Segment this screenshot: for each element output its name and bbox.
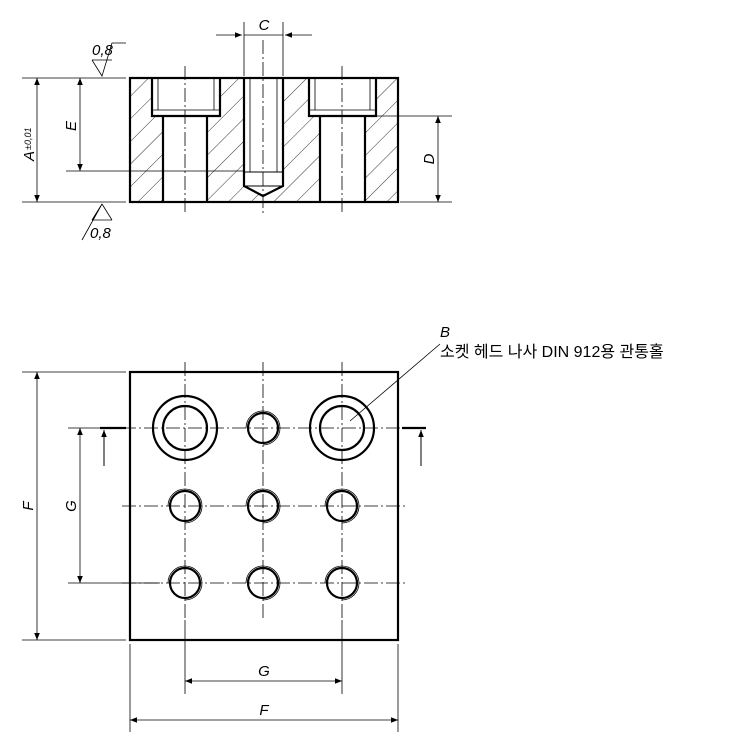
threaded-hole (245, 565, 281, 601)
section-hatching (130, 78, 398, 202)
callout-b-label: B (440, 324, 450, 341)
dimension-c-label: C (259, 17, 270, 34)
dimension-d-label: D (421, 153, 438, 164)
dimension-a: A ±0,01 (21, 77, 126, 203)
dimension-g-vertical: G (63, 427, 160, 584)
threaded-hole (245, 410, 281, 446)
dimension-a-tolerance: ±0,01 (23, 128, 33, 150)
section-cut-arrow-right (402, 426, 426, 466)
threaded-hole (167, 488, 203, 524)
threaded-hole (324, 488, 360, 524)
dimension-f-horizontal: F (129, 644, 399, 732)
counterbore-hole-right (308, 394, 376, 462)
threaded-hole (167, 565, 203, 601)
threaded-hole (324, 565, 360, 601)
dimension-c: C (216, 17, 312, 76)
threaded-hole (245, 488, 281, 524)
dimension-e-label: E (63, 120, 80, 131)
dimension-g-vertical-label: G (63, 500, 80, 512)
block-outline (128, 76, 400, 204)
surface-finish-top: 0,8 (91, 42, 126, 77)
dimension-f-vertical-label: F (20, 501, 37, 511)
surface-finish-top-value: 0,8 (92, 42, 114, 59)
dimension-f-horizontal-label: F (259, 702, 269, 719)
counterbore-hole-left (151, 394, 219, 462)
dimension-f-vertical: F (20, 371, 126, 641)
dimension-d: D (366, 115, 452, 203)
surface-finish-bottom: 0,8 (81, 203, 113, 242)
dimension-g-horizontal: G (184, 620, 343, 694)
callout-b-text: 소켓 헤드 나사 DIN 912용 관통홀 (440, 343, 664, 361)
dimension-a-label: A (21, 151, 38, 162)
section-cut-arrow-left (100, 426, 126, 466)
section-view: A ±0,01 E C D 0,8 (21, 17, 452, 242)
surface-finish-bottom-value: 0,8 (90, 225, 112, 242)
dimension-e: E (63, 78, 243, 172)
dimension-g-horizontal-label: G (258, 663, 270, 680)
plan-view: F G G F B 소켓 헤드 나사 DIN 912용 관통홀 (20, 324, 664, 732)
callout-b: B 소켓 헤드 나사 DIN 912용 관통홀 (349, 324, 664, 422)
right-counterbore (307, 78, 378, 202)
